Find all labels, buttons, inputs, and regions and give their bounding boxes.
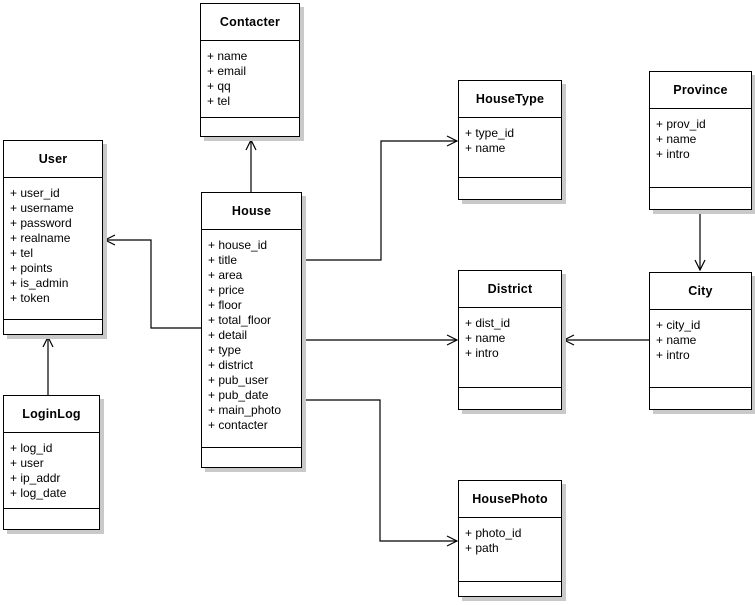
class-attribute: + type_id — [465, 126, 515, 140]
class-operations-compartment-empty — [650, 387, 751, 409]
connection-house-to-housetype — [302, 141, 457, 261]
class-attribute: + detail — [208, 328, 248, 342]
class-attribute: + name — [656, 132, 697, 146]
class-attributes-compartment: + prov_id+ name+ intro — [650, 108, 751, 187]
class-title: User — [38, 152, 68, 166]
class-attribute: + log_date — [10, 486, 67, 500]
class-attribute: + realname — [10, 231, 71, 245]
class-box-housephoto: HousePhoto + photo_id+ path — [458, 480, 562, 597]
class-attributes-compartment: + city_id+ name+ intro — [650, 309, 751, 387]
class-attribute: + path — [465, 541, 499, 555]
class-operations-compartment-empty — [459, 387, 561, 409]
class-attribute: + name — [465, 141, 506, 155]
class-attribute: + intro — [465, 346, 499, 360]
class-attribute: + log_id — [10, 441, 53, 455]
class-attribute: + user — [10, 456, 44, 470]
class-operations-compartment-empty — [459, 581, 561, 596]
class-attribute: + dist_id — [465, 316, 511, 330]
class-attributes-compartment: + dist_id+ name+ intro — [459, 307, 561, 387]
class-attributes-compartment: + photo_id+ path — [459, 517, 561, 581]
class-attributes-compartment: + user_id+ username+ password+ realname+… — [4, 177, 102, 319]
class-attribute: + name — [207, 49, 248, 63]
class-box-user: User + user_id+ username+ password+ realn… — [3, 140, 103, 335]
class-attribute: + intro — [656, 348, 690, 362]
class-box-house: House + house_id+ title+ area+ price+ flo… — [201, 192, 302, 468]
class-operations-compartment-empty — [459, 177, 561, 199]
class-attribute: + pub_date — [208, 388, 269, 402]
class-attribute: + title — [208, 253, 238, 267]
class-attribute: + prov_id — [656, 117, 706, 131]
class-attribute: + tel — [10, 246, 34, 260]
class-box-city: City + city_id+ name+ intro — [649, 272, 752, 410]
class-attribute: + district — [208, 358, 254, 372]
class-box-district: District + dist_id+ name+ intro — [458, 270, 562, 410]
class-title: Province — [673, 83, 728, 97]
class-box-contacter: Contacter + name+ email+ qq+ tel — [200, 3, 300, 137]
class-attribute: + email — [207, 64, 247, 78]
class-attribute: + tel — [207, 94, 231, 108]
class-attribute: + city_id — [656, 318, 701, 332]
class-attribute: + price — [208, 283, 245, 297]
class-attribute: + type — [208, 343, 242, 357]
class-attribute: + total_floor — [208, 313, 272, 327]
class-title: Contacter — [219, 15, 281, 29]
class-attributes-compartment: + house_id+ title+ area+ price+ floor+ t… — [202, 229, 301, 447]
class-operations-compartment-empty — [4, 508, 99, 529]
class-attribute: + main_photo — [208, 403, 282, 417]
class-attributes-compartment: + name+ email+ qq+ tel — [201, 40, 299, 117]
class-attribute: + intro — [656, 147, 690, 161]
connection-house-to-user — [105, 240, 201, 329]
class-operations-compartment-empty — [201, 117, 299, 136]
class-operations-compartment-empty — [202, 447, 301, 467]
class-title: HousePhoto — [472, 492, 548, 506]
class-title: District — [487, 282, 533, 296]
class-attribute: + is_admin — [10, 276, 69, 290]
class-attribute: + token — [10, 291, 50, 305]
class-attribute: + username — [10, 201, 74, 215]
class-attribute: + password — [10, 216, 72, 230]
class-box-housetype: HouseType + type_id+ name — [458, 80, 562, 200]
class-attribute: + photo_id — [465, 526, 522, 540]
class-title: HouseType — [475, 92, 545, 106]
class-attribute: + floor — [208, 298, 242, 312]
connection-house-to-housephoto — [302, 399, 457, 541]
class-attribute: + pub_user — [208, 373, 269, 387]
class-attribute: + contacter — [208, 418, 268, 432]
class-title: City — [688, 284, 713, 298]
class-attribute: + user_id — [10, 186, 60, 200]
class-box-loginlog: LoginLog + log_id+ user+ ip_addr+ log_dat… — [3, 395, 100, 530]
class-attribute: + name — [465, 331, 506, 345]
class-attributes-compartment: + log_id+ user+ ip_addr+ log_date — [4, 432, 99, 508]
class-title: LoginLog — [22, 407, 81, 421]
class-attribute: + ip_addr — [10, 471, 61, 485]
class-attributes-compartment: + type_id+ name — [459, 117, 561, 177]
class-attribute: + points — [10, 261, 53, 275]
class-attribute: + area — [208, 268, 243, 282]
class-title: House — [231, 204, 272, 218]
class-operations-compartment-empty — [4, 319, 102, 334]
class-attribute: + house_id — [208, 238, 268, 252]
class-box-province: Province + prov_id+ name+ intro — [649, 71, 752, 210]
class-operations-compartment-empty — [650, 187, 751, 209]
class-attribute: + name — [656, 333, 697, 347]
class-attribute: + qq — [207, 79, 231, 93]
